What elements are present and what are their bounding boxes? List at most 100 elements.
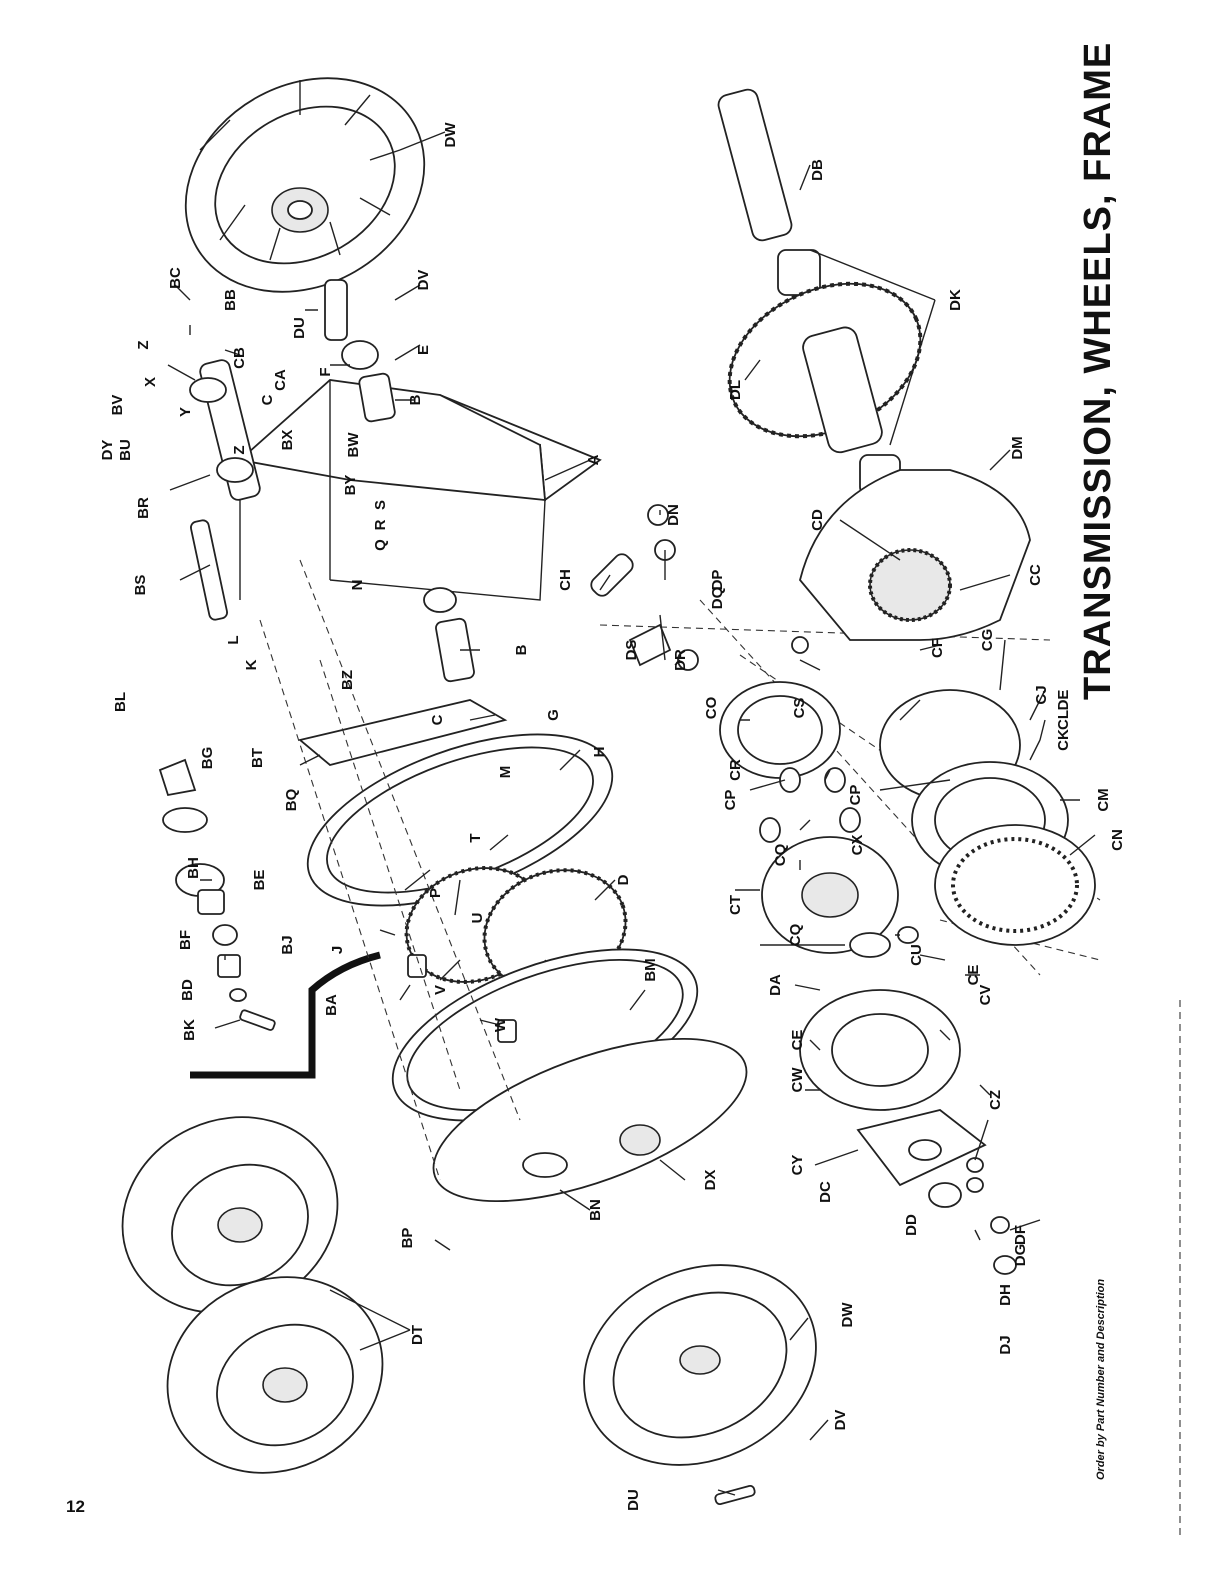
callout-y: Y [177,407,194,417]
callout-f: F [317,367,334,376]
callout-z: Z [135,340,152,349]
cover-bn [432,1037,748,1203]
callout-dj: DJ [997,1335,1014,1354]
callout-c: C [259,394,276,405]
cleated-wheel-lower [583,1264,817,1466]
bushings [324,279,475,683]
callout-du: DU [291,317,308,339]
callout-de: DE [1055,690,1072,711]
parts-artwork [121,77,1101,1506]
callout-s: S [372,500,389,510]
callout-n: N [349,580,366,591]
callout-bj: BJ [279,935,296,954]
callout-cu: CU [908,944,925,966]
callout-bc: BC [167,267,184,289]
callout-bz: BZ [339,670,356,690]
callout-cm: CM [1095,788,1112,811]
callout-bf: BF [177,930,194,950]
callout-cb: CB [231,347,248,369]
callout-ds: DS [623,640,640,661]
callout-da: DA [767,974,784,996]
small-parts-right [590,504,1017,1275]
callout-r: R [372,519,389,530]
callout-br: BR [135,497,152,519]
callout-cp: CP [847,785,864,806]
callout-cd: CD [809,509,826,531]
callout-bx: BX [279,430,296,451]
callout-co: CO [703,696,720,719]
callout-q: Q [372,539,389,551]
callout-z: Z [231,445,248,454]
callout-a: A [585,454,602,465]
callout-j: J [329,946,346,954]
gasket-h [306,733,614,907]
callout-bq: BQ [283,788,300,811]
callout-bn: BN [587,1199,604,1221]
callout-bm: BM [642,958,659,981]
callout-p: P [427,888,444,898]
callout-cz: CZ [987,1090,1004,1110]
callout-cp: CP [722,790,739,811]
page-number: 12 [66,1497,85,1516]
callout-dk: DK [947,289,964,311]
callout-dy: DY [99,440,116,461]
callout-u: U [469,913,486,924]
tire-lower [166,1276,384,1474]
callout-ce: CE [789,1030,806,1051]
callout-d: D [615,874,632,885]
callout-dh: DH [997,1284,1014,1306]
callout-h: H [591,747,608,758]
frame-box [238,379,602,601]
callout-cn: CN [1109,829,1126,851]
callout-cx: CX [849,835,866,856]
callout-cc: CC [1027,564,1044,586]
callout-dr: DR [672,649,689,671]
callout-cq: CQ [787,923,804,946]
callout-dc: DC [817,1181,834,1203]
callout-m: M [497,766,514,779]
callout-dx: DX [702,1170,719,1191]
callout-bd: BD [179,979,196,1001]
callout-bp: BP [399,1228,416,1249]
callout-dv: DV [415,270,432,291]
callout-cv: CV [977,985,994,1006]
cleated-wheel-upper [184,77,426,293]
callout-dg: DG [1012,1244,1029,1267]
callout-dn: DN [665,504,682,526]
page-title: TRANSMISSION, WHEELS, FRAME [1077,42,1119,700]
callout-dl: DL [727,380,744,400]
callout-cw: CW [789,1067,806,1093]
leader-lines [167,131,1096,1496]
callout-dw: DW [839,1302,856,1328]
callout-k: K [243,659,260,670]
axle-housing-left [189,359,261,621]
callout-dt: DT [409,1325,426,1345]
callout-cj: CJ [1033,685,1050,704]
callout-cg: CG [979,629,996,652]
callout-cl: CL [1055,710,1072,730]
callout-b: B [513,644,530,655]
callout-cy: CY [789,1155,806,1176]
callout-bw: BW [345,432,362,458]
callout-dm: DM [1009,436,1026,459]
callout-bl: BL [112,692,129,712]
callout-dd: DD [903,1214,920,1236]
callout-t: T [467,833,484,842]
callout-ba: BA [323,994,340,1016]
callout-du: DU [625,1489,642,1511]
callout-c: C [429,714,446,725]
plate-g [298,699,508,766]
callout-dw: DW [442,122,459,148]
callout-bg: BG [199,747,216,770]
callout-dv: DV [832,1410,849,1431]
tire-upper [121,1116,339,1314]
callout-dq: DQ [709,586,726,609]
callout-bt: BT [249,748,266,768]
callout-v: V [432,985,449,995]
callout-ct: CT [727,895,744,915]
callout-bu: BU [117,439,134,461]
callout-cq: CQ [772,843,789,866]
callout-x: X [142,377,159,387]
